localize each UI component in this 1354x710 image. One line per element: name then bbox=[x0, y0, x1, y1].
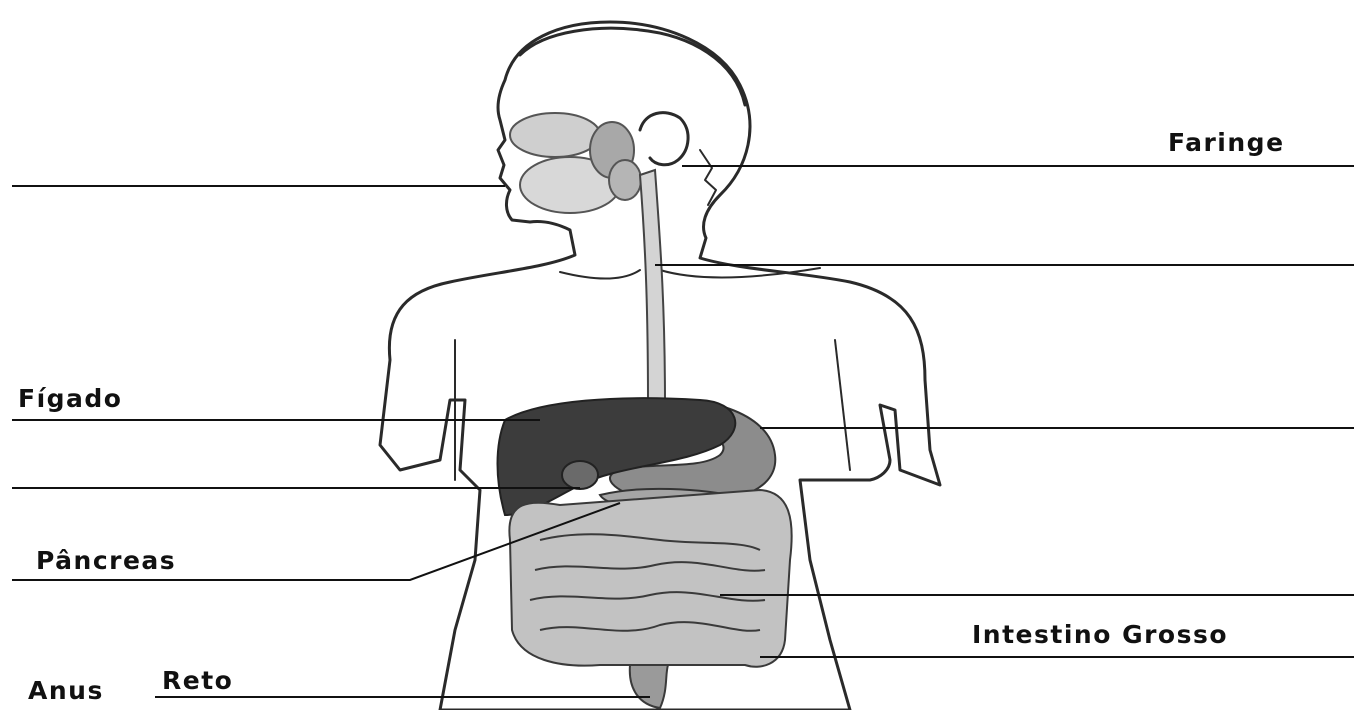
gallbladder bbox=[562, 461, 598, 489]
nasal-cavity bbox=[510, 113, 600, 157]
large-intestine bbox=[509, 490, 791, 667]
label-intestino-grosso: Intestino Grosso bbox=[972, 622, 1228, 647]
label-figado: Fígado bbox=[18, 386, 122, 411]
salivary-gland-lower bbox=[609, 160, 641, 200]
label-reto: Reto bbox=[162, 668, 233, 693]
label-faringe: Faringe bbox=[1168, 130, 1285, 155]
label-anus: Anus bbox=[28, 678, 104, 703]
label-pancreas: Pâncreas bbox=[36, 548, 176, 573]
